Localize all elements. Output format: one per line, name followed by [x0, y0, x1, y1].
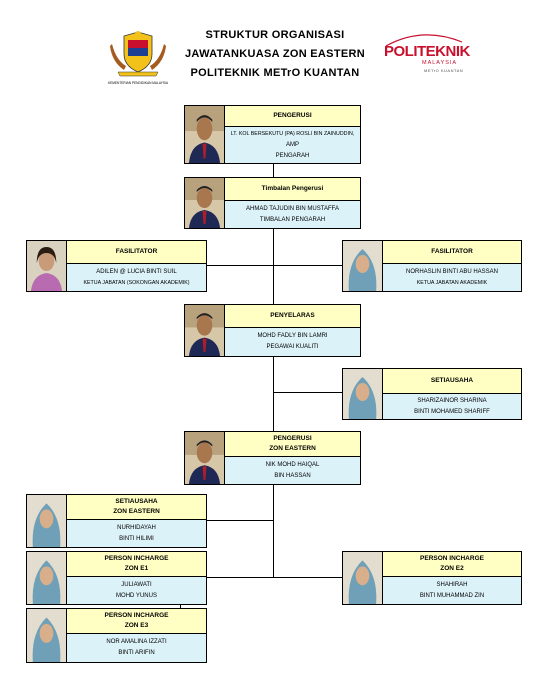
card-setiausaha: SETIAUSAHA SHARIZAINOR SHARINA BINTI MOH… — [342, 368, 522, 420]
male-photo — [185, 432, 225, 484]
connector — [206, 577, 343, 578]
card-timbalan-pengerusi: Timbalan Pengerusi AHMAD TAJUDIN BIN MUS… — [184, 177, 361, 229]
male-photo — [185, 305, 225, 356]
politeknik-malaysia: MALAYSIA — [422, 60, 458, 66]
female-hijab-photo — [27, 495, 67, 547]
title-line-3: POLITEKNIK METrO KUANTAN — [190, 67, 360, 79]
politeknik-wordmark: POLITEKNIK — [384, 43, 470, 60]
female-hijab-photo — [343, 369, 383, 419]
member-details: ADILEN @ LUCIA BINTI SUIL KETUA JABATAN … — [67, 264, 206, 291]
member-details: NOR AMALINA IZZATI BINTI ARIFIN — [67, 634, 206, 662]
member-details: SHARIZAINOR SHARINA BINTI MOHAMED SHARIF… — [383, 394, 521, 419]
card-penyelaras: PENYELARAS MOHD FADLY BIN LAMRI PEGAWAI … — [184, 304, 361, 357]
politeknik-campus: METrO KUANTAN — [424, 68, 464, 73]
connector — [273, 228, 274, 305]
member-details: LT. KOL BERSEKUTU (PA) ROSLI BIN ZAINUDD… — [225, 127, 360, 163]
role-label: PENGERUSI — [225, 106, 360, 127]
female-hijab-photo — [343, 552, 383, 604]
connector — [273, 484, 274, 577]
card-pic-e2: PERSON INCHARGE ZON E2 SHAHIRAH BINTI MU… — [342, 551, 522, 605]
connector — [206, 265, 343, 266]
role-label: PERSON INCHARGE ZON E1 — [67, 552, 206, 577]
card-pic-e3: PERSON INCHARGE ZON E3 NOR AMALINA IZZAT… — [26, 608, 207, 663]
member-details: AHMAD TAJUDIN BIN MUSTAFFA TIMBALAN PENG… — [225, 201, 360, 228]
ministry-caption: KEMENTERIAN PENDIDIKAN MALAYSIA — [108, 81, 168, 85]
role-label: SETIAUSAHA ZON EASTERN — [67, 495, 206, 520]
male-photo — [185, 178, 225, 228]
role-label: FASILITATOR — [67, 241, 206, 264]
connector — [273, 163, 274, 177]
connector — [206, 520, 273, 521]
connector — [273, 356, 274, 432]
role-label: PERSON INCHARGE ZON E3 — [67, 609, 206, 634]
role-label: Timbalan Pengerusi — [225, 178, 360, 201]
politeknik-logo: POLITEKNIK MALAYSIA METrO KUANTAN — [382, 32, 470, 82]
role-label: PENGERUSI ZON EASTERN — [225, 432, 360, 457]
member-details: NIK MOHD HAIQAL BIN HASSAN — [225, 457, 360, 484]
female-hijab-photo — [343, 241, 383, 291]
title-line-1: STRUKTUR ORGANISASI — [205, 29, 345, 41]
female-hijab-photo — [27, 552, 67, 604]
card-setiausaha-zon: SETIAUSAHA ZON EASTERN NURHIDAYAH BINTI … — [26, 494, 207, 548]
role-label: SETIAUSAHA — [383, 369, 521, 394]
connector — [273, 392, 343, 393]
female-hijab-photo — [27, 609, 67, 662]
female-photo — [27, 241, 67, 291]
member-details: JULIAWATI MOHD YUNUS — [67, 577, 206, 604]
member-details: SHAHIRAH BINTI MUHAMMAD ZIN — [383, 577, 521, 604]
card-fasilitator-left: FASILITATOR ADILEN @ LUCIA BINTI SUIL KE… — [26, 240, 207, 292]
member-details: NORHASLIN BINTI ABU HASSAN KETUA JABATAN… — [383, 264, 521, 291]
role-label: FASILITATOR — [383, 241, 521, 264]
title-line-2: JAWATANKUASA ZON EASTERN — [185, 48, 365, 60]
member-details: NURHIDAYAH BINTI HILIMI — [67, 520, 206, 547]
card-fasilitator-right: FASILITATOR NORHASLIN BINTI ABU HASSAN K… — [342, 240, 522, 292]
member-details: MOHD FADLY BIN LAMRI PEGAWAI KUALITI — [225, 328, 360, 356]
card-pengerusi: PENGERUSI LT. KOL BERSEKUTU (PA) ROSLI B… — [184, 105, 361, 164]
ministry-crest-logo: KEMENTERIAN PENDIDIKAN MALAYSIA — [102, 30, 174, 88]
card-pic-e1: PERSON INCHARGE ZON E1 JULIAWATI MOHD YU… — [26, 551, 207, 605]
role-label: PENYELARAS — [225, 305, 360, 328]
page-title: STRUKTUR ORGANISASI JAWATANKUASA ZON EAS… — [150, 26, 400, 83]
card-pengerusi-zon: PENGERUSI ZON EASTERN NIK MOHD HAIQAL BI… — [184, 431, 361, 485]
male-photo — [185, 106, 225, 163]
role-label: PERSON INCHARGE ZON E2 — [383, 552, 521, 577]
